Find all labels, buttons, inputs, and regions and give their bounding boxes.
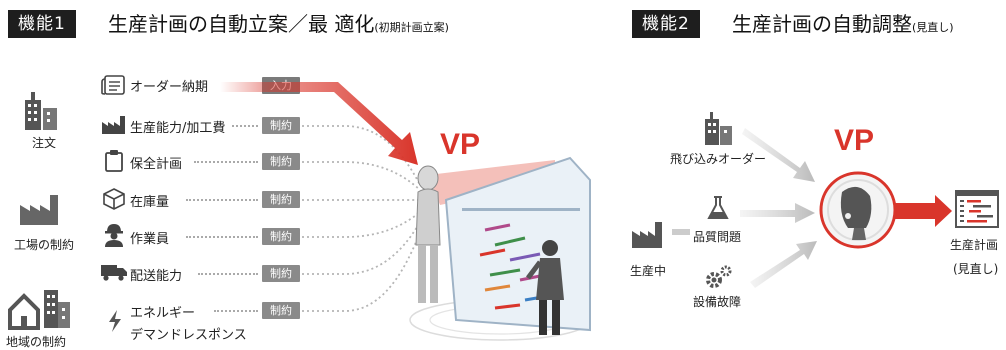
factory-icon-f2 [632, 222, 662, 248]
tag-constraint: 制約 [262, 153, 300, 170]
leader-dots [186, 199, 258, 201]
house-building-icon [8, 290, 70, 330]
source-region-constraint: 地域の制約 [5, 335, 66, 349]
gears-icon [706, 265, 732, 288]
leader-dots [186, 236, 258, 238]
in-production-label: 生産中 [629, 264, 666, 278]
building-icon [25, 92, 57, 130]
item-maintenance-plan: 保全計画 [130, 157, 183, 172]
leader-dots [194, 161, 258, 163]
item-workers: 作業員 [130, 232, 170, 247]
equipment-failure-label: 設備故障 [693, 295, 742, 309]
vp-label-2: VP [834, 124, 875, 157]
function1-title-note: (初期計画立案) [374, 21, 449, 34]
box-icon [103, 188, 125, 210]
vp-label-1: VP [440, 128, 481, 161]
tag-constraint: 制約 [262, 265, 300, 282]
vp-robot-head-icon [819, 171, 897, 249]
item-delivery-capacity: 配送能力 [130, 269, 183, 284]
quality-issue-label: 品質問題 [693, 230, 742, 244]
tag-constraint: 制約 [262, 302, 300, 319]
item-production-capacity: 生産能力/加工費 [130, 121, 226, 136]
truck-icon [101, 265, 127, 281]
lightning-icon [109, 310, 121, 332]
function1-badge: 機能1 [8, 10, 76, 38]
tag-constraint: 制約 [262, 117, 300, 134]
robot-planning-illustration [409, 156, 591, 341]
document-icon [101, 75, 125, 95]
tag-constraint: 制約 [262, 228, 300, 245]
function1-title: 生産計画の自動立案／最 適化(初期計画立案) [108, 10, 449, 42]
source-factory-constraint: 工場の制約 [13, 238, 74, 252]
item-inventory: 在庫量 [130, 195, 170, 210]
function2-title-note: (見直し) [912, 21, 954, 34]
output-arrow [895, 195, 952, 227]
function2-title-text: 生産計画の自動調整 [732, 12, 912, 36]
source-order: 注文 [31, 136, 56, 150]
item-energy: エネルギー [130, 306, 196, 321]
input-arrow [220, 82, 418, 165]
leader-dots [214, 310, 258, 312]
worker-icon [105, 224, 123, 247]
rush-order-label: 飛び込みオーダー [670, 152, 767, 166]
clipboard-icon [105, 150, 123, 172]
leader-dots [198, 273, 258, 275]
tag-constraint: 制約 [262, 191, 300, 208]
output-revision-label: (見直し) [953, 262, 999, 276]
output-plan-label: 生産計画 [950, 238, 999, 252]
factory-small-icon [102, 116, 125, 134]
flask-icon [707, 196, 729, 219]
item-demand-response: デマンドレスポンス [130, 328, 247, 343]
factory-icon [20, 195, 58, 225]
function1-title-text: 生産計画の自動立案／最 適化 [108, 12, 375, 36]
item-order-deadline: オーダー納期 [130, 80, 209, 95]
function2-title: 生産計画の自動調整(見直し) [732, 10, 954, 42]
function2-badge: 機能2 [632, 10, 700, 38]
building-icon-f2 [705, 112, 732, 145]
leader-dots [232, 125, 258, 127]
gantt-chart-icon [955, 190, 999, 228]
